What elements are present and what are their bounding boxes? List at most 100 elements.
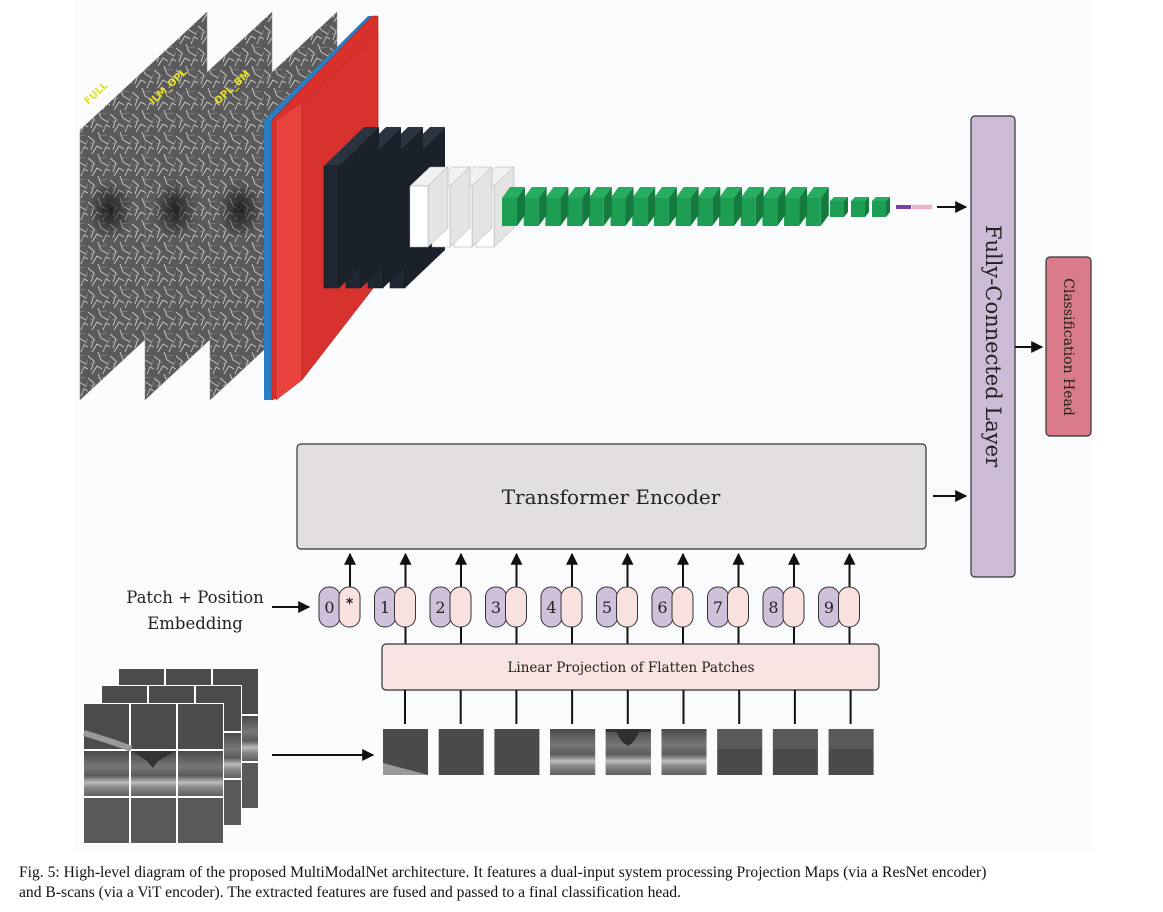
position-index: 3 bbox=[491, 598, 501, 617]
green-block-top bbox=[567, 187, 591, 198]
resnet-encoder bbox=[264, 15, 933, 401]
fovea-region bbox=[218, 180, 262, 240]
green-block-side bbox=[560, 187, 569, 226]
dark-block-side bbox=[339, 127, 379, 288]
retina-layers bbox=[661, 729, 707, 775]
bscan-cell bbox=[84, 751, 129, 796]
green-block-top bbox=[675, 187, 699, 198]
green-block-side bbox=[712, 187, 721, 226]
green-block bbox=[523, 198, 539, 226]
green-block-top bbox=[632, 187, 656, 198]
embedding-token: 1 bbox=[374, 552, 416, 644]
green-block bbox=[653, 198, 669, 226]
green-block-side bbox=[668, 187, 677, 226]
linear-projection-label: Linear Projection of Flatten Patches bbox=[507, 660, 754, 676]
green-block-top bbox=[719, 187, 742, 198]
patch-embedding bbox=[838, 586, 860, 628]
green-block bbox=[675, 198, 691, 226]
choroid-texture bbox=[828, 729, 874, 749]
feature-vector-pink bbox=[911, 204, 933, 210]
retina-layers bbox=[550, 729, 596, 775]
embedding-token: 5 bbox=[596, 552, 638, 644]
green-block bbox=[588, 198, 604, 226]
bscan-cell bbox=[178, 751, 223, 796]
position-index: 5 bbox=[602, 598, 612, 617]
classification-head: Classification Head bbox=[1045, 256, 1092, 437]
green-block bbox=[719, 198, 734, 226]
fovea-pit bbox=[132, 751, 176, 768]
projection-map-label: FULL bbox=[83, 80, 111, 107]
patch-embedding bbox=[671, 586, 694, 628]
patch bbox=[772, 690, 818, 775]
small-green-block-top bbox=[872, 197, 890, 201]
transformer-encoder: Transformer Encoder bbox=[296, 443, 927, 550]
green-block-side bbox=[647, 187, 656, 226]
embedding-token: 0* bbox=[318, 552, 361, 628]
position-index: 4 bbox=[546, 598, 556, 617]
patch-embedding bbox=[782, 586, 805, 628]
caption-line-2: and B-scans (via a ViT encoder). The ext… bbox=[19, 884, 681, 901]
bscan-slice bbox=[83, 703, 224, 844]
green-block-top bbox=[588, 187, 612, 198]
dark-block-top bbox=[324, 127, 379, 166]
embedding-label-line1: Patch + Position bbox=[126, 588, 264, 607]
patch bbox=[605, 690, 651, 775]
embedding-token: 7 bbox=[707, 552, 749, 644]
green-block bbox=[545, 198, 561, 226]
green-block-side bbox=[517, 187, 525, 226]
position-index: 7 bbox=[713, 598, 723, 617]
green-block-side bbox=[777, 187, 786, 226]
embedding-token: 3 bbox=[485, 552, 527, 644]
choroid-texture bbox=[717, 729, 763, 749]
green-block-top bbox=[502, 187, 525, 198]
green-block-top bbox=[523, 187, 547, 198]
transformer-encoder-label: Transformer Encoder bbox=[502, 485, 721, 509]
figure-caption: Fig. 5: High-level diagram of the propos… bbox=[19, 863, 1159, 903]
green-block bbox=[632, 198, 648, 226]
small-green-block-side bbox=[865, 197, 869, 217]
patch bbox=[383, 690, 428, 775]
small-green-block-side bbox=[844, 197, 848, 217]
green-block-top bbox=[784, 187, 808, 198]
green-block-top bbox=[610, 187, 634, 198]
patch bbox=[550, 690, 596, 775]
green-block-side bbox=[734, 187, 742, 226]
patch-image bbox=[494, 729, 540, 775]
embedding-token: 8 bbox=[762, 552, 805, 644]
green-block-side bbox=[582, 187, 591, 226]
flattened-patches bbox=[383, 690, 874, 775]
position-index: 6 bbox=[657, 598, 667, 617]
white-block bbox=[409, 185, 429, 248]
green-block bbox=[567, 198, 583, 226]
position-index: 1 bbox=[380, 598, 390, 617]
patch-embedding bbox=[727, 586, 749, 628]
green-block bbox=[784, 198, 800, 226]
classification-head-label: Classification Head bbox=[1060, 278, 1076, 416]
position-index: 2 bbox=[435, 598, 445, 617]
green-block-top bbox=[762, 187, 786, 198]
embedding-token: 9 bbox=[818, 552, 860, 644]
fully-connected-layer: Fully-Connected Layer bbox=[970, 115, 1016, 578]
patch-embedding bbox=[505, 586, 527, 628]
embedding-label-line2: Embedding bbox=[147, 614, 243, 633]
patch-embedding bbox=[449, 586, 472, 628]
green-block-top bbox=[653, 187, 677, 198]
green-block bbox=[762, 198, 778, 226]
small-green-block-top bbox=[851, 197, 869, 201]
embedding-token: 6 bbox=[651, 552, 694, 644]
green-block-top bbox=[740, 187, 764, 198]
green-block-side bbox=[755, 187, 764, 226]
green-block-side bbox=[625, 187, 634, 226]
green-block-side bbox=[799, 187, 808, 226]
class-token-marker: * bbox=[346, 596, 354, 612]
bscan-cell bbox=[131, 704, 176, 749]
dark-block bbox=[323, 165, 340, 289]
caption-line-1: Fig. 5: High-level diagram of the propos… bbox=[19, 864, 987, 881]
green-block bbox=[502, 198, 517, 226]
patch-image bbox=[438, 729, 484, 775]
small-green-block-side bbox=[886, 197, 890, 217]
fully-connected-label: Fully-Connected Layer bbox=[981, 225, 1005, 468]
patch-embedding bbox=[394, 586, 416, 628]
patch-embedding bbox=[616, 586, 638, 628]
